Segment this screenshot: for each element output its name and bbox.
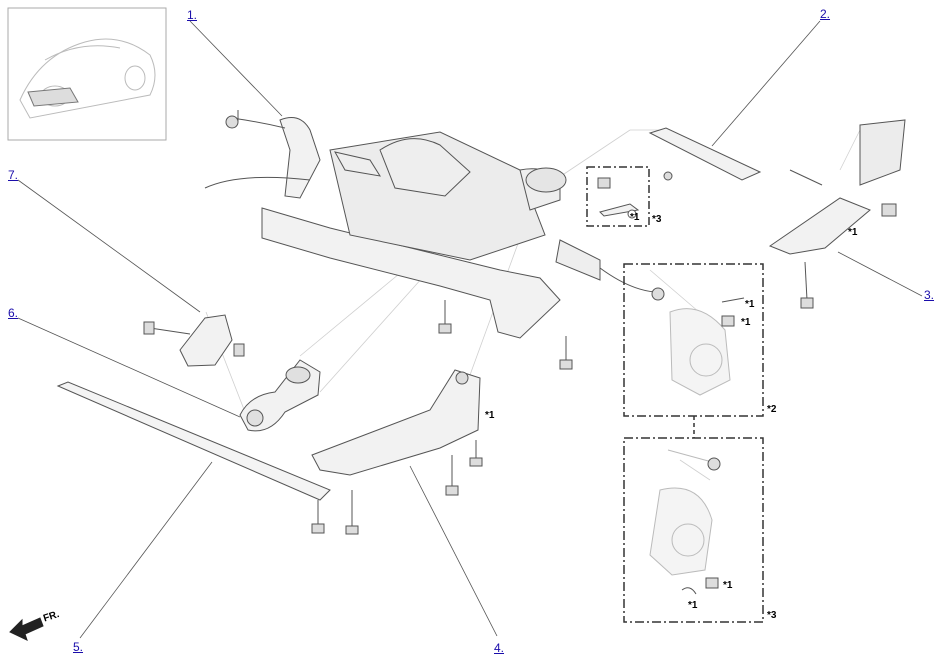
note-arm-1: *1 [485,410,495,421]
note-box-top-3: *3 [652,214,662,225]
detail-box-knuckle-upper [623,263,764,417]
callout-6[interactable]: 6. [8,306,19,320]
frame-brace [648,127,762,181]
note-box2-1b: *1 [741,317,751,328]
vehicle-location-thumbnail [7,7,167,141]
note-box2-1a: *1 [745,299,755,310]
detail-box-nut [586,166,650,227]
front-subframe [204,117,561,339]
callout-5[interactable]: 5. [73,640,84,654]
note-box-top-1: *1 [630,212,640,223]
mounting-bolts [237,110,573,370]
front-arrow-icon [9,617,44,641]
callout-2[interactable]: 2. [820,7,831,21]
reinforcement-bar [56,381,331,534]
note-bracket-1: *1 [848,227,858,238]
note-box3-1b: *1 [688,600,698,611]
detail-box-knuckle-lower [623,437,764,623]
mount-bracket [143,314,245,367]
leader-lines [17,20,923,639]
steering-gear-assembly [225,115,665,301]
callout-1[interactable]: 1. [187,8,198,22]
rack-bracket [768,119,906,309]
detail-label-3: *3 [767,610,777,621]
callout-3[interactable]: 3. [924,288,935,302]
engine-mount [239,359,321,432]
lower-arm [311,369,483,535]
callout-4[interactable]: 4. [494,641,505,655]
note-box3-1a: *1 [723,580,733,591]
callout-7[interactable]: 7. [8,168,19,182]
detail-label-2: *2 [767,404,777,415]
